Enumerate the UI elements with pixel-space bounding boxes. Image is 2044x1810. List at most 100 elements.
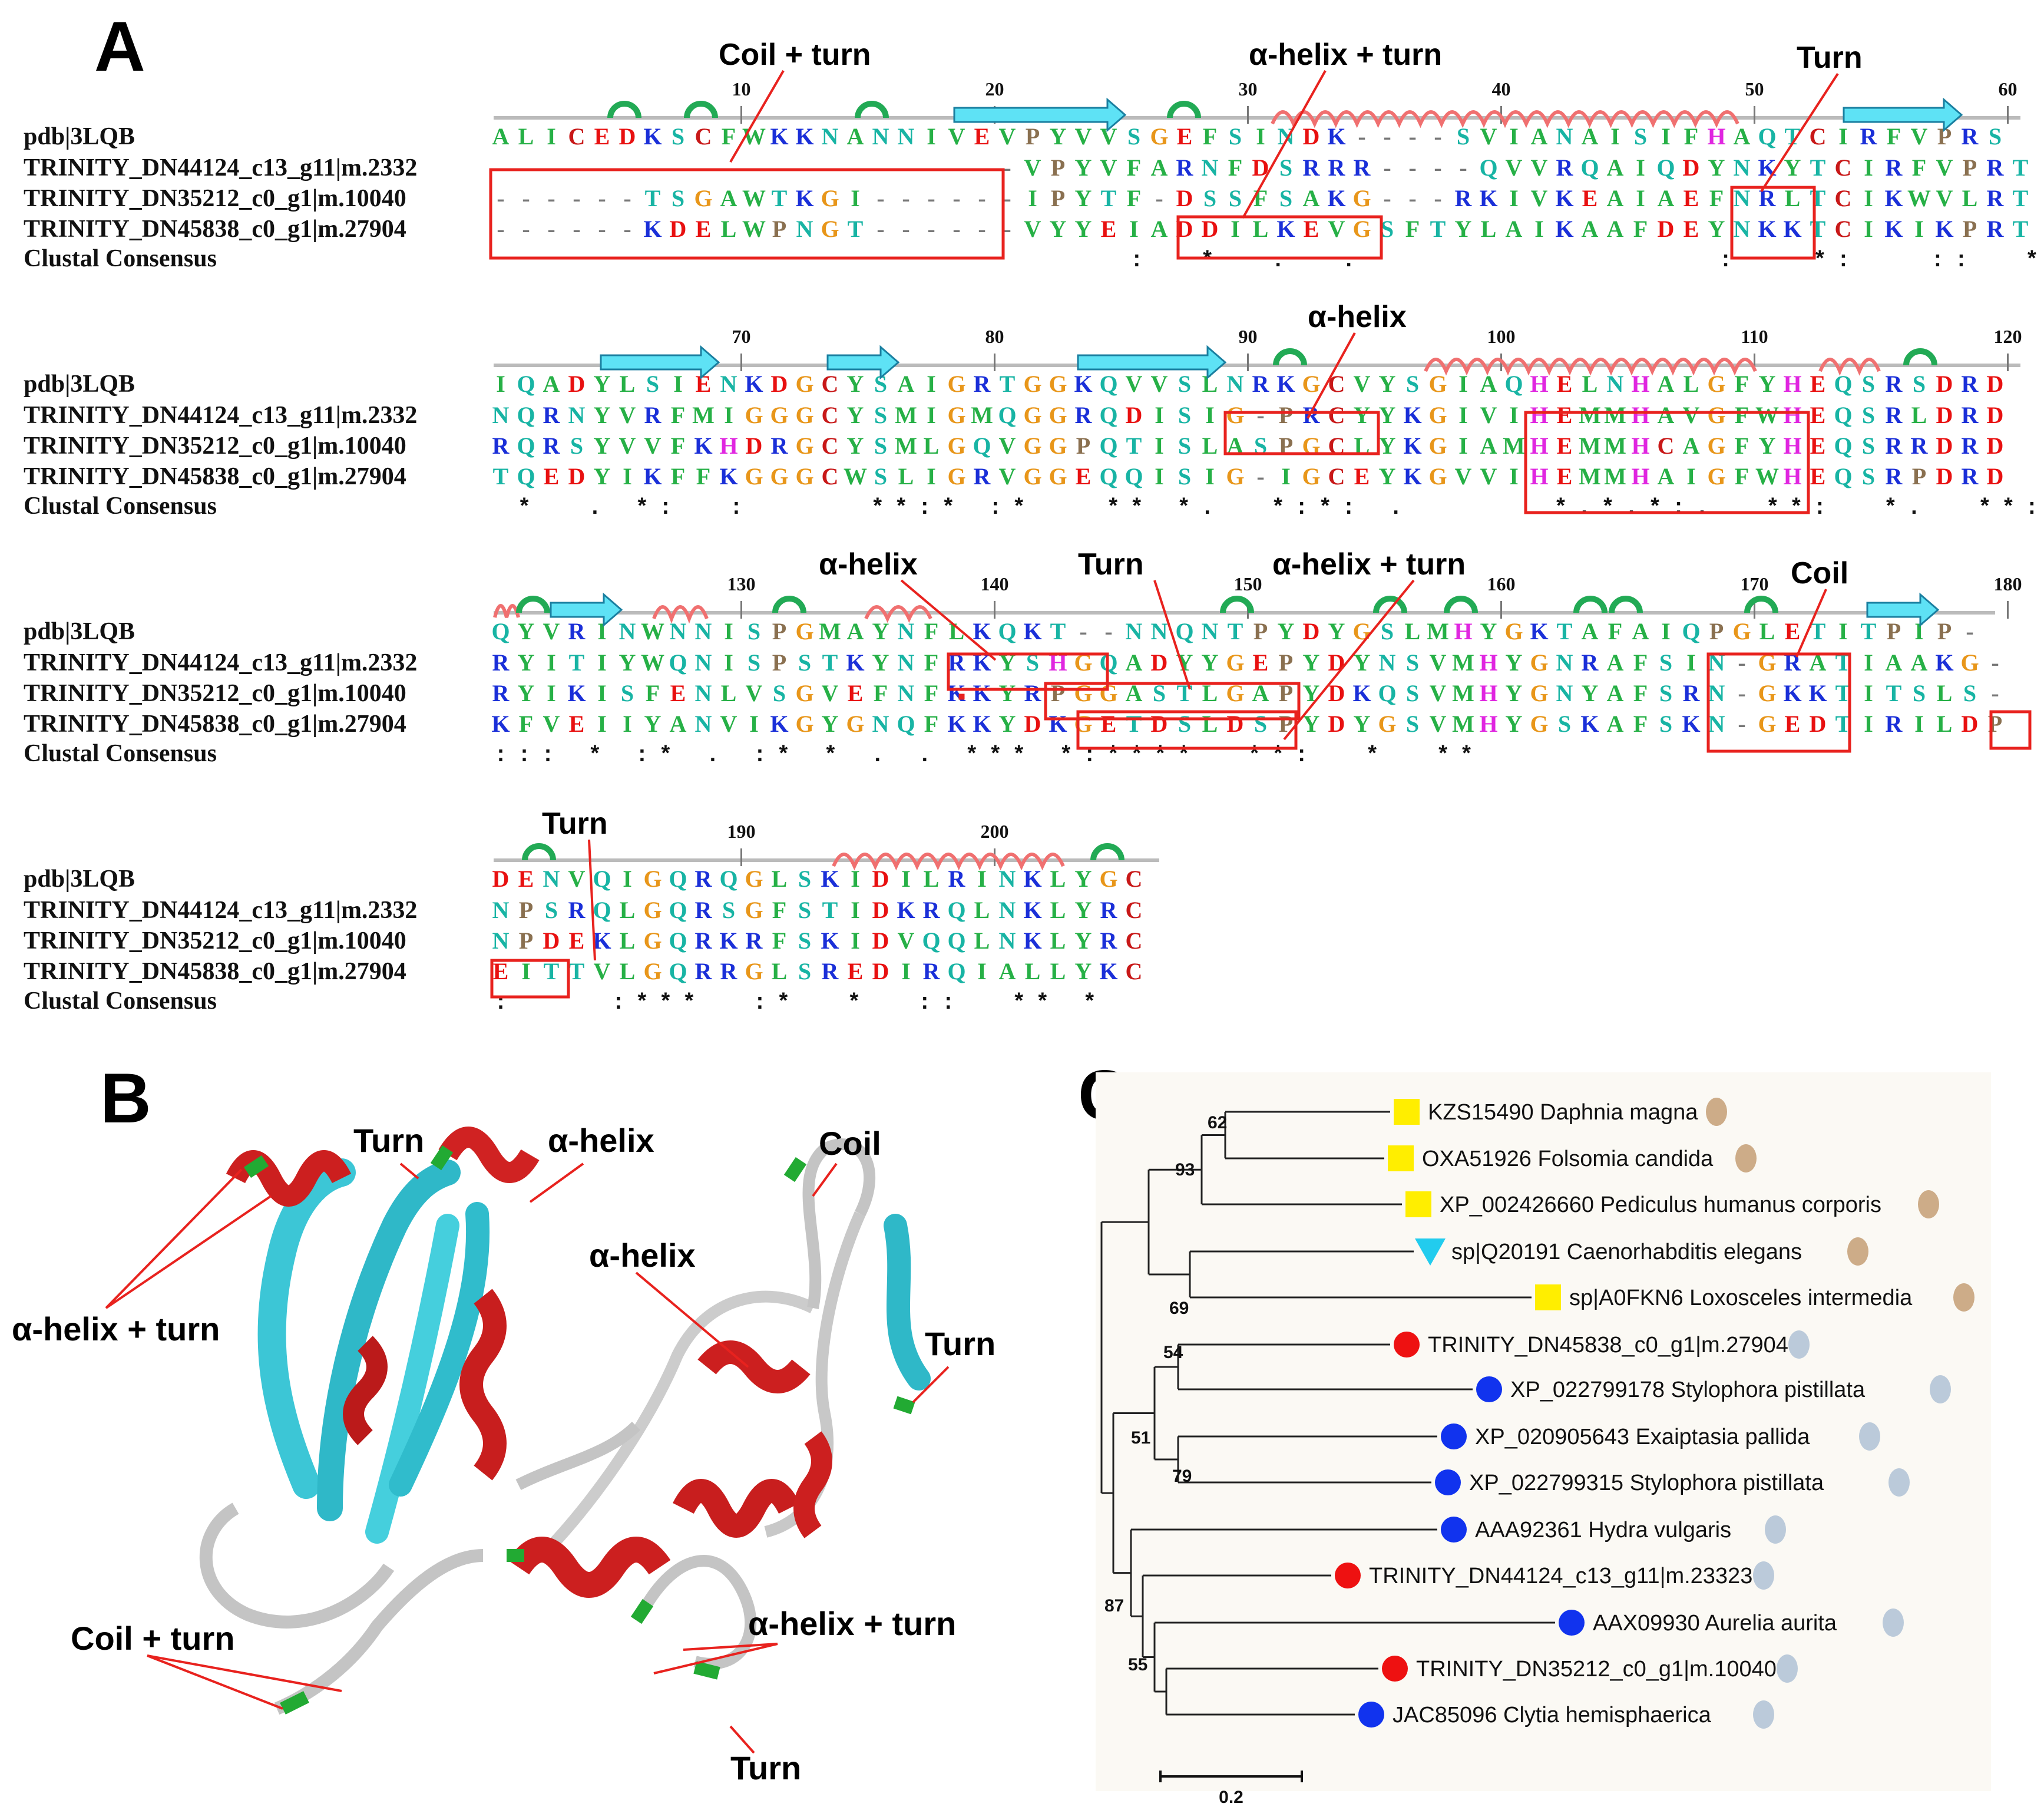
taxon-label: TRINITY_DN45838_c0_g1|m.27904 [1428, 1333, 1788, 1358]
coil-segment [802, 1138, 875, 1309]
turn-glyph [1609, 596, 1643, 613]
turn-glyph [522, 843, 556, 861]
position-number: 160 [1487, 573, 1516, 594]
panel-b-letter: B [100, 1059, 151, 1138]
sequence-name: TRINITY_DN35212_c0_g1|m.10040 [24, 680, 406, 707]
organism-icon [1765, 1515, 1786, 1544]
helix-glyph [652, 605, 709, 624]
position-number: 180 [1994, 573, 2022, 594]
alpha-helix [793, 1431, 832, 1538]
highlight-box [1524, 411, 1810, 514]
taxon-label: KZS15490 Daphnia magna [1428, 1100, 1698, 1125]
taxon-marker-square [1535, 1284, 1561, 1310]
beta-strand [317, 1160, 461, 1521]
organism-icon [1753, 1700, 1774, 1729]
strand-glyph [953, 97, 1127, 133]
turn-glyph [607, 101, 641, 118]
highlight-box [490, 959, 570, 999]
helix-glyph [493, 604, 520, 618]
turn-glyph [1373, 596, 1407, 613]
helix-glyph [832, 853, 1065, 871]
sequence-name: TRINITY_DN45838_c0_g1|m.27904 [24, 958, 406, 985]
sequence-name: TRINITY_DN45838_c0_g1|m.27904 [24, 463, 406, 490]
highlight-box [1730, 186, 1816, 260]
scale-bar-label: 0.2 [1219, 1788, 1243, 1807]
taxon-marker-circle [1441, 1517, 1467, 1543]
consensus-label: Clustal Consensus [24, 987, 217, 1015]
annotation-arrow [1283, 579, 1415, 741]
position-number: 60 [1999, 78, 2017, 100]
panel-a-letter: A [94, 7, 145, 86]
annotation-arrow [900, 579, 997, 661]
structure-3d-label: α-helix + turn [748, 1605, 956, 1642]
alpha-helix [507, 1537, 671, 1598]
helix-glyph [864, 605, 932, 623]
bootstrap-value: 69 [1169, 1299, 1189, 1318]
taxon-label: sp|Q20191 Caenorhabditis elegans [1451, 1240, 1802, 1264]
annotation-arrow [588, 839, 596, 961]
alpha-helix [697, 1340, 811, 1393]
strand-glyph [1843, 97, 1963, 133]
turn-glyph [684, 101, 718, 118]
position-number: 100 [1487, 326, 1516, 347]
strand-glyph [550, 592, 623, 627]
taxon-marker-triangle [1415, 1238, 1446, 1266]
highlight-box [1989, 710, 2032, 750]
sequence-name: pdb|3LQB [24, 371, 135, 398]
label-arrow [105, 1195, 272, 1309]
helix-glyph [1818, 358, 1881, 376]
position-number: 90 [1239, 326, 1258, 347]
sequence-name: TRINITY_DN35212_c0_g1|m.10040 [24, 432, 406, 460]
sequence-name: TRINITY_DN45838_c0_g1|m.27904 [24, 216, 406, 243]
helix-glyph [1424, 358, 1757, 376]
position-number: 20 [985, 78, 1004, 100]
structure-3d-label: α-helix [589, 1237, 696, 1274]
taxon-label: JAC85096 Clytia hemisphaerica [1393, 1703, 1712, 1728]
turn-segments [243, 1145, 915, 1715]
protein-3d-structure [199, 1127, 931, 1715]
label-arrow [653, 1643, 778, 1674]
turn-glyph [516, 596, 550, 613]
structure-annotation-label: α-helix [1308, 300, 1407, 334]
bootstrap-value: 93 [1175, 1160, 1195, 1180]
alpha-helix [673, 1479, 800, 1538]
turn-glyph [1573, 596, 1608, 613]
consensus-label: Clustal Consensus [24, 493, 217, 520]
position-number: 80 [985, 326, 1004, 347]
structure-3d-label: Coil + turn [71, 1620, 234, 1657]
highlight-box [1076, 710, 1298, 750]
taxon-label: XP_002426660 Pediculus humanus corporis [1440, 1193, 1881, 1217]
alpha-helix [459, 1289, 507, 1481]
taxon-marker-circle [1559, 1610, 1585, 1636]
sequence-name: TRINITY_DN35212_c0_g1|m.10040 [24, 185, 406, 212]
label-arrow [147, 1654, 342, 1692]
organism-icon [1735, 1144, 1757, 1172]
taxon-marker-circle [1441, 1423, 1467, 1449]
consensus-row: : :*** :* * :: ** * [494, 990, 1097, 1016]
consensus-row: : * . . : *: :: ***: *: [1130, 248, 2044, 273]
sequence-name: TRINITY_DN45838_c0_g1|m.27904 [24, 711, 406, 738]
highlight-box [1223, 411, 1380, 455]
strand-glyph [600, 345, 720, 380]
structure-annotation-label: Turn [542, 807, 608, 841]
label-arrow [729, 1725, 755, 1754]
alpha-helix [343, 1336, 388, 1445]
sequence-name: pdb|3LQB [24, 866, 135, 893]
structure-3d-label: Turn [730, 1749, 801, 1786]
helix-glyph [1271, 110, 1739, 128]
highlight-box [1706, 652, 1851, 753]
structure-3d-label: α-helix + turn [12, 1310, 220, 1347]
label-arrow [529, 1162, 584, 1203]
organism-icon [1883, 1608, 1904, 1637]
sequence-name: pdb|3LQB [24, 123, 135, 150]
strand-glyph [826, 345, 900, 380]
